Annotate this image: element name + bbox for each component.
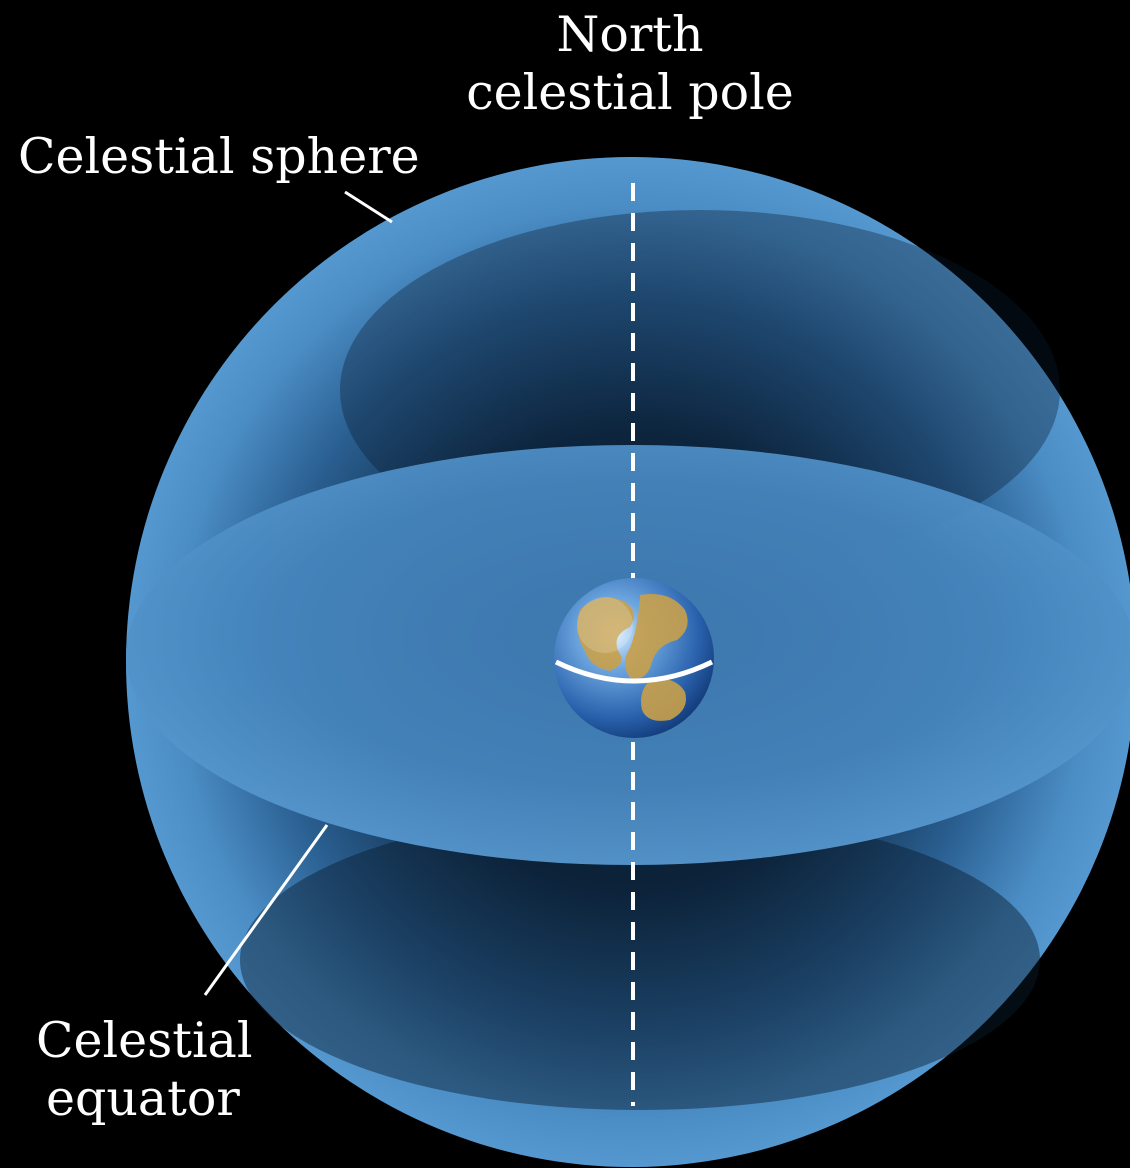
north-pole-line1: North	[556, 6, 704, 63]
celestial-sphere-label: Celestial sphere	[18, 128, 420, 185]
celestial-equator-label: Celestial equator	[36, 1012, 253, 1128]
north-pole-line2: celestial pole	[466, 64, 794, 121]
earth-globe-icon	[554, 578, 714, 738]
sphere-shading	[240, 810, 1040, 1110]
celestial-equator-line1: Celestial	[36, 1012, 253, 1069]
earth-equator-line	[554, 659, 714, 684]
celestial-equator-line2: equator	[46, 1070, 240, 1127]
north-celestial-pole-label: North celestial pole	[455, 6, 805, 122]
celestial-sphere-leader-line	[344, 190, 393, 224]
celestial-equator-leader-line	[203, 824, 329, 996]
